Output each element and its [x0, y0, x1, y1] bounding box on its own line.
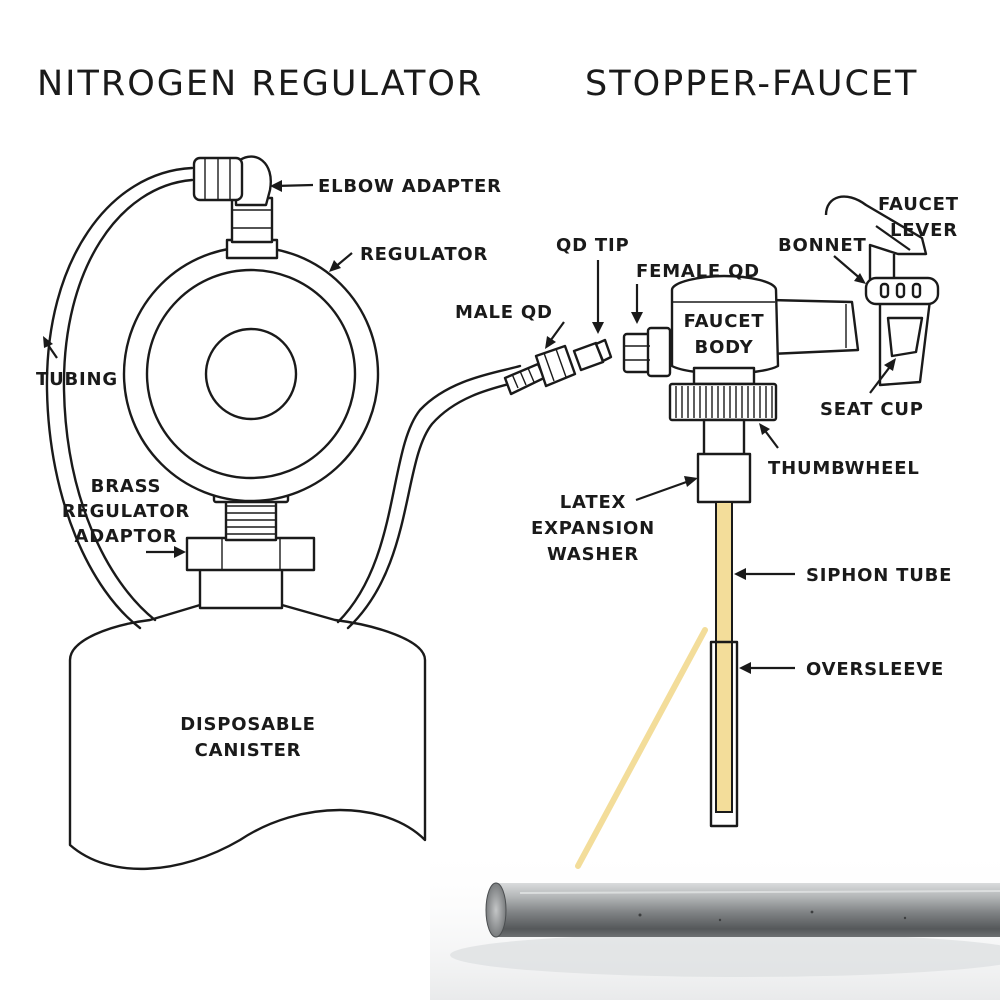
- faucet-body: [670, 274, 780, 386]
- bonnet: [864, 276, 940, 306]
- stopper-stem: [702, 418, 746, 458]
- female-qd: [622, 326, 672, 378]
- elbow-adapter: [192, 155, 272, 207]
- rod-pointer-line: [575, 627, 708, 869]
- label-brass-regulator-adaptor-line2: REGULATOR: [62, 501, 190, 522]
- stopper-faucet-assembly: [622, 195, 940, 828]
- disposable-canister: [68, 603, 427, 870]
- nitrogen-regulator-assembly: [45, 155, 613, 870]
- thumbwheel: [668, 382, 778, 422]
- label-faucet-lever-line2: LEVER: [890, 220, 958, 241]
- label-brass-regulator-adaptor-line1: BRASS: [91, 476, 162, 497]
- label-disposable-canister-line1: DISPOSABLE: [180, 714, 315, 735]
- tubing: [45, 166, 526, 630]
- label-disposable-canister-line2: CANISTER: [195, 740, 302, 761]
- label-latex-expansion-washer-line1: LATEX: [560, 492, 626, 513]
- label-faucet-lever-line1: FAUCET: [878, 194, 959, 215]
- siphon-tube: [715, 501, 733, 813]
- metal-rod-photo: [430, 845, 1000, 1000]
- title-nitrogen-regulator: NITROGEN REGULATOR: [37, 64, 483, 104]
- oversleeve: [709, 640, 739, 828]
- label-siphon-tube: SIPHON TUBE: [806, 565, 952, 586]
- label-faucet-body-line1: FAUCET: [684, 311, 765, 332]
- label-female-qd: FEMALE QD: [636, 261, 760, 282]
- faucet-lever: [824, 195, 928, 282]
- label-arrows: [43, 180, 911, 674]
- label-oversleeve: OVERSLEEVE: [806, 659, 944, 680]
- title-stopper-faucet: STOPPER-FAUCET: [585, 64, 918, 104]
- label-regulator: REGULATOR: [360, 244, 488, 265]
- label-brass-regulator-adaptor-line3: ADAPTOR: [74, 526, 177, 547]
- label-latex-expansion-washer-line2: EXPANSION: [531, 518, 655, 539]
- regulator: [122, 196, 380, 504]
- label-latex-expansion-washer-line3: WASHER: [547, 544, 639, 565]
- qd-tip: [572, 338, 613, 372]
- latex-expansion-washer: [696, 452, 752, 504]
- label-tubing: TUBING: [36, 369, 118, 390]
- label-male-qd: MALE QD: [455, 302, 553, 323]
- label-thumbwheel: THUMBWHEEL: [768, 458, 920, 479]
- label-qd-tip: QD TIP: [556, 235, 629, 256]
- seat-cup: [886, 316, 924, 358]
- label-faucet-body-line2: BODY: [695, 337, 754, 358]
- threaded-connector: [224, 496, 278, 542]
- brass-regulator-adaptor: [185, 536, 316, 572]
- label-elbow-adapter: ELBOW ADAPTER: [318, 176, 502, 197]
- male-qd: [503, 344, 577, 396]
- label-bonnet: BONNET: [778, 235, 867, 256]
- label-seat-cup: SEAT CUP: [820, 399, 924, 420]
- canister-neck: [198, 566, 284, 610]
